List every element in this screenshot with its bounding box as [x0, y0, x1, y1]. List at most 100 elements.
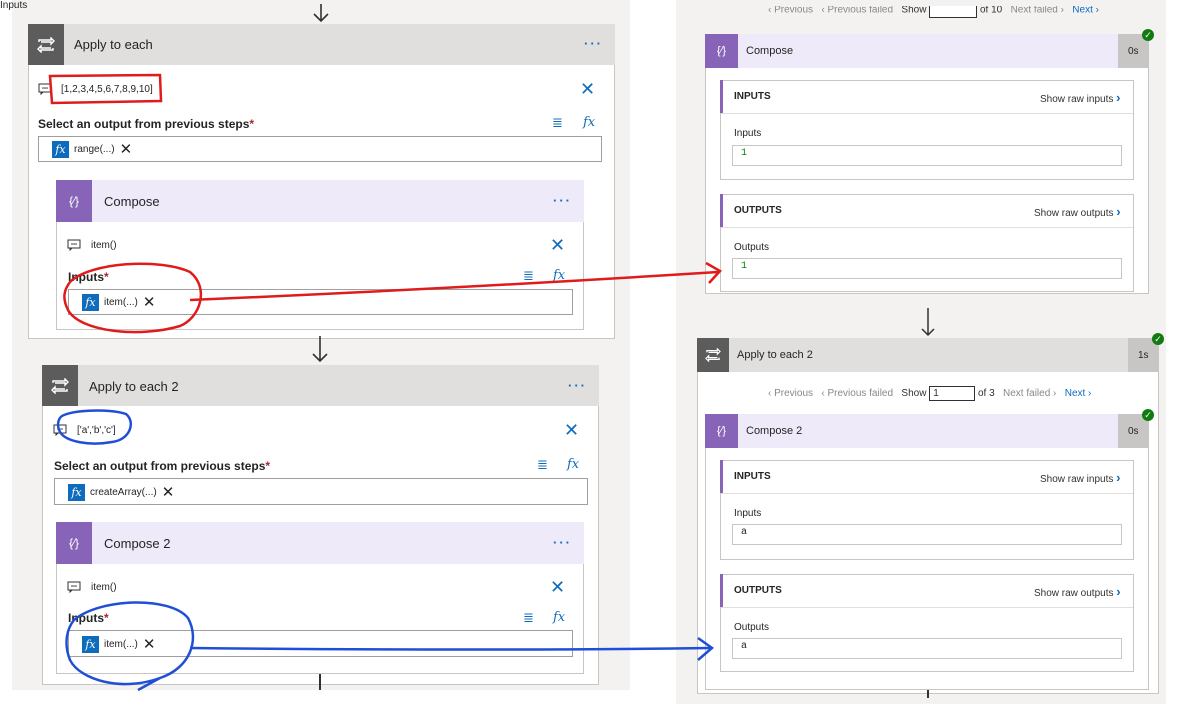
compose-icon: {∕}	[705, 34, 738, 68]
select-output-field[interactable]	[38, 136, 602, 162]
of-label: of 10	[979, 6, 1003, 16]
inputs-label: Inputs*	[68, 611, 109, 625]
success-check-icon: ✓	[1142, 409, 1154, 421]
outputs-value: 1	[741, 261, 748, 272]
inputs-label: Inputs	[0, 0, 28, 11]
token-label: item(...)	[104, 638, 138, 650]
duration-text: 1s	[1138, 350, 1149, 361]
show-raw-outputs-link[interactable]: Show raw outputs ›	[1034, 204, 1121, 219]
inputs-value: a	[741, 527, 748, 538]
show-raw-outputs-link[interactable]: Show raw outputs ›	[1034, 584, 1121, 599]
apply-to-each-2-run-header[interactable]	[697, 338, 1159, 372]
loop-comment[interactable]: [1,2,3,4,5,6,7,8,9,10]	[61, 84, 153, 95]
dynamic-content-icon[interactable]: ≣	[537, 457, 548, 472]
remove-token-icon[interactable]: ✕	[142, 636, 156, 653]
fx-icon: fx	[52, 140, 69, 158]
compose-title: Compose	[104, 194, 160, 209]
remove-token-icon[interactable]: ✕	[142, 294, 156, 311]
fx-icon: fx	[82, 635, 99, 653]
more-options-icon[interactable]: ···	[568, 378, 587, 393]
section-accent	[720, 574, 723, 607]
section-divider	[721, 113, 1133, 114]
success-check-icon: ✓	[1152, 333, 1164, 345]
close-icon[interactable]: ✕	[550, 577, 566, 597]
close-icon[interactable]: ✕	[580, 79, 596, 99]
previous-link[interactable]: ‹ Previous	[768, 388, 814, 400]
loop-icon	[28, 24, 64, 65]
item-token[interactable]: fx item(...) ✕	[82, 635, 155, 653]
dynamic-content-icon[interactable]: ≣	[552, 115, 563, 130]
expression-icon[interactable]: fx	[553, 610, 566, 625]
more-options-icon[interactable]: ···	[553, 535, 572, 550]
next-link[interactable]: Next ›	[1072, 6, 1099, 16]
dynamic-content-icon[interactable]: ≣	[523, 268, 534, 283]
comment-icon[interactable]	[66, 580, 82, 594]
select-output-label: Select an output from previous steps*	[38, 117, 255, 131]
expression-icon[interactable]: fx	[567, 457, 580, 472]
flow-arrow	[921, 308, 935, 337]
compose-title: Compose 2	[104, 536, 171, 551]
createarray-token[interactable]: fx createArray(...) ✕	[68, 483, 174, 501]
compose-header[interactable]	[56, 180, 584, 222]
comment-icon[interactable]	[37, 82, 53, 96]
iteration-input[interactable]: 1	[929, 386, 976, 401]
inputs-value: 1	[741, 148, 748, 159]
loop-comment[interactable]: ['a','b','c']	[77, 425, 116, 436]
more-options-icon[interactable]: ···	[553, 193, 572, 208]
remove-token-icon[interactable]: ✕	[119, 141, 133, 158]
next-link[interactable]: Next ›	[1064, 388, 1092, 400]
apply-to-each-2-header[interactable]	[42, 365, 599, 406]
flow-connector	[319, 674, 321, 690]
range-token[interactable]: fx range(...) ✕	[52, 140, 132, 158]
comment-icon[interactable]	[66, 238, 82, 252]
show-raw-inputs-link[interactable]: Show raw inputs ›	[1040, 470, 1121, 485]
section-accent	[720, 460, 723, 493]
section-divider	[721, 493, 1133, 494]
compose-2-header[interactable]	[56, 522, 584, 564]
compose-run-header[interactable]	[705, 34, 1149, 68]
remove-token-icon[interactable]: ✕	[161, 484, 175, 501]
duration-text: 0s	[1128, 46, 1139, 57]
expression-icon[interactable]: fx	[553, 268, 566, 283]
iteration-input[interactable]	[929, 6, 978, 18]
select-output-label: Select an output from previous steps*	[54, 459, 271, 473]
outputs-value-box	[732, 638, 1122, 659]
show-label: Show	[901, 388, 927, 400]
outputs-label: Outputs	[734, 622, 770, 633]
outputs-header: OUTPUTS	[734, 585, 782, 596]
expression-icon[interactable]: fx	[583, 115, 596, 130]
close-icon[interactable]: ✕	[550, 235, 566, 255]
previous-failed-link[interactable]: ‹ Previous failed	[821, 388, 894, 400]
previous-failed-link[interactable]: ‹ Previous failed	[821, 6, 894, 16]
inputs-header: INPUTS	[734, 91, 771, 102]
close-icon[interactable]: ✕	[564, 420, 580, 440]
loop-icon	[42, 365, 78, 406]
fx-icon: fx	[68, 483, 85, 501]
more-options-icon[interactable]: ···	[584, 36, 603, 51]
compose-comment[interactable]: item()	[91, 582, 117, 593]
compose-comment[interactable]: item()	[91, 240, 117, 251]
loop-title: Apply to each	[74, 37, 153, 52]
inputs-label: Inputs*	[68, 270, 109, 284]
compose-title: Compose 2	[746, 425, 803, 437]
iteration-pagination: ‹ Previous ‹ Previous failed Show 1 of 3…	[768, 386, 1091, 401]
previous-link[interactable]: ‹ Previous	[768, 6, 814, 16]
section-divider	[721, 607, 1133, 608]
apply-to-each-header[interactable]	[28, 24, 615, 65]
comment-icon[interactable]	[52, 423, 68, 437]
fx-icon: fx	[82, 293, 99, 311]
compose-icon: {∕}	[56, 522, 92, 564]
loop-icon	[697, 338, 729, 372]
dynamic-content-icon[interactable]: ≣	[523, 610, 534, 625]
compose-title: Compose	[746, 45, 794, 57]
section-accent	[720, 194, 723, 227]
select-output-field[interactable]	[54, 478, 588, 505]
item-token[interactable]: fx item(...) ✕	[82, 293, 155, 311]
next-failed-link[interactable]: Next failed ›	[1010, 6, 1064, 16]
inputs-label: Inputs	[734, 508, 762, 519]
show-raw-inputs-link[interactable]: Show raw inputs ›	[1040, 90, 1121, 105]
token-label: item(...)	[104, 296, 138, 308]
compose-2-run-header[interactable]	[705, 414, 1149, 448]
next-failed-link[interactable]: Next failed ›	[1003, 388, 1057, 400]
flow-arrow	[312, 336, 328, 363]
